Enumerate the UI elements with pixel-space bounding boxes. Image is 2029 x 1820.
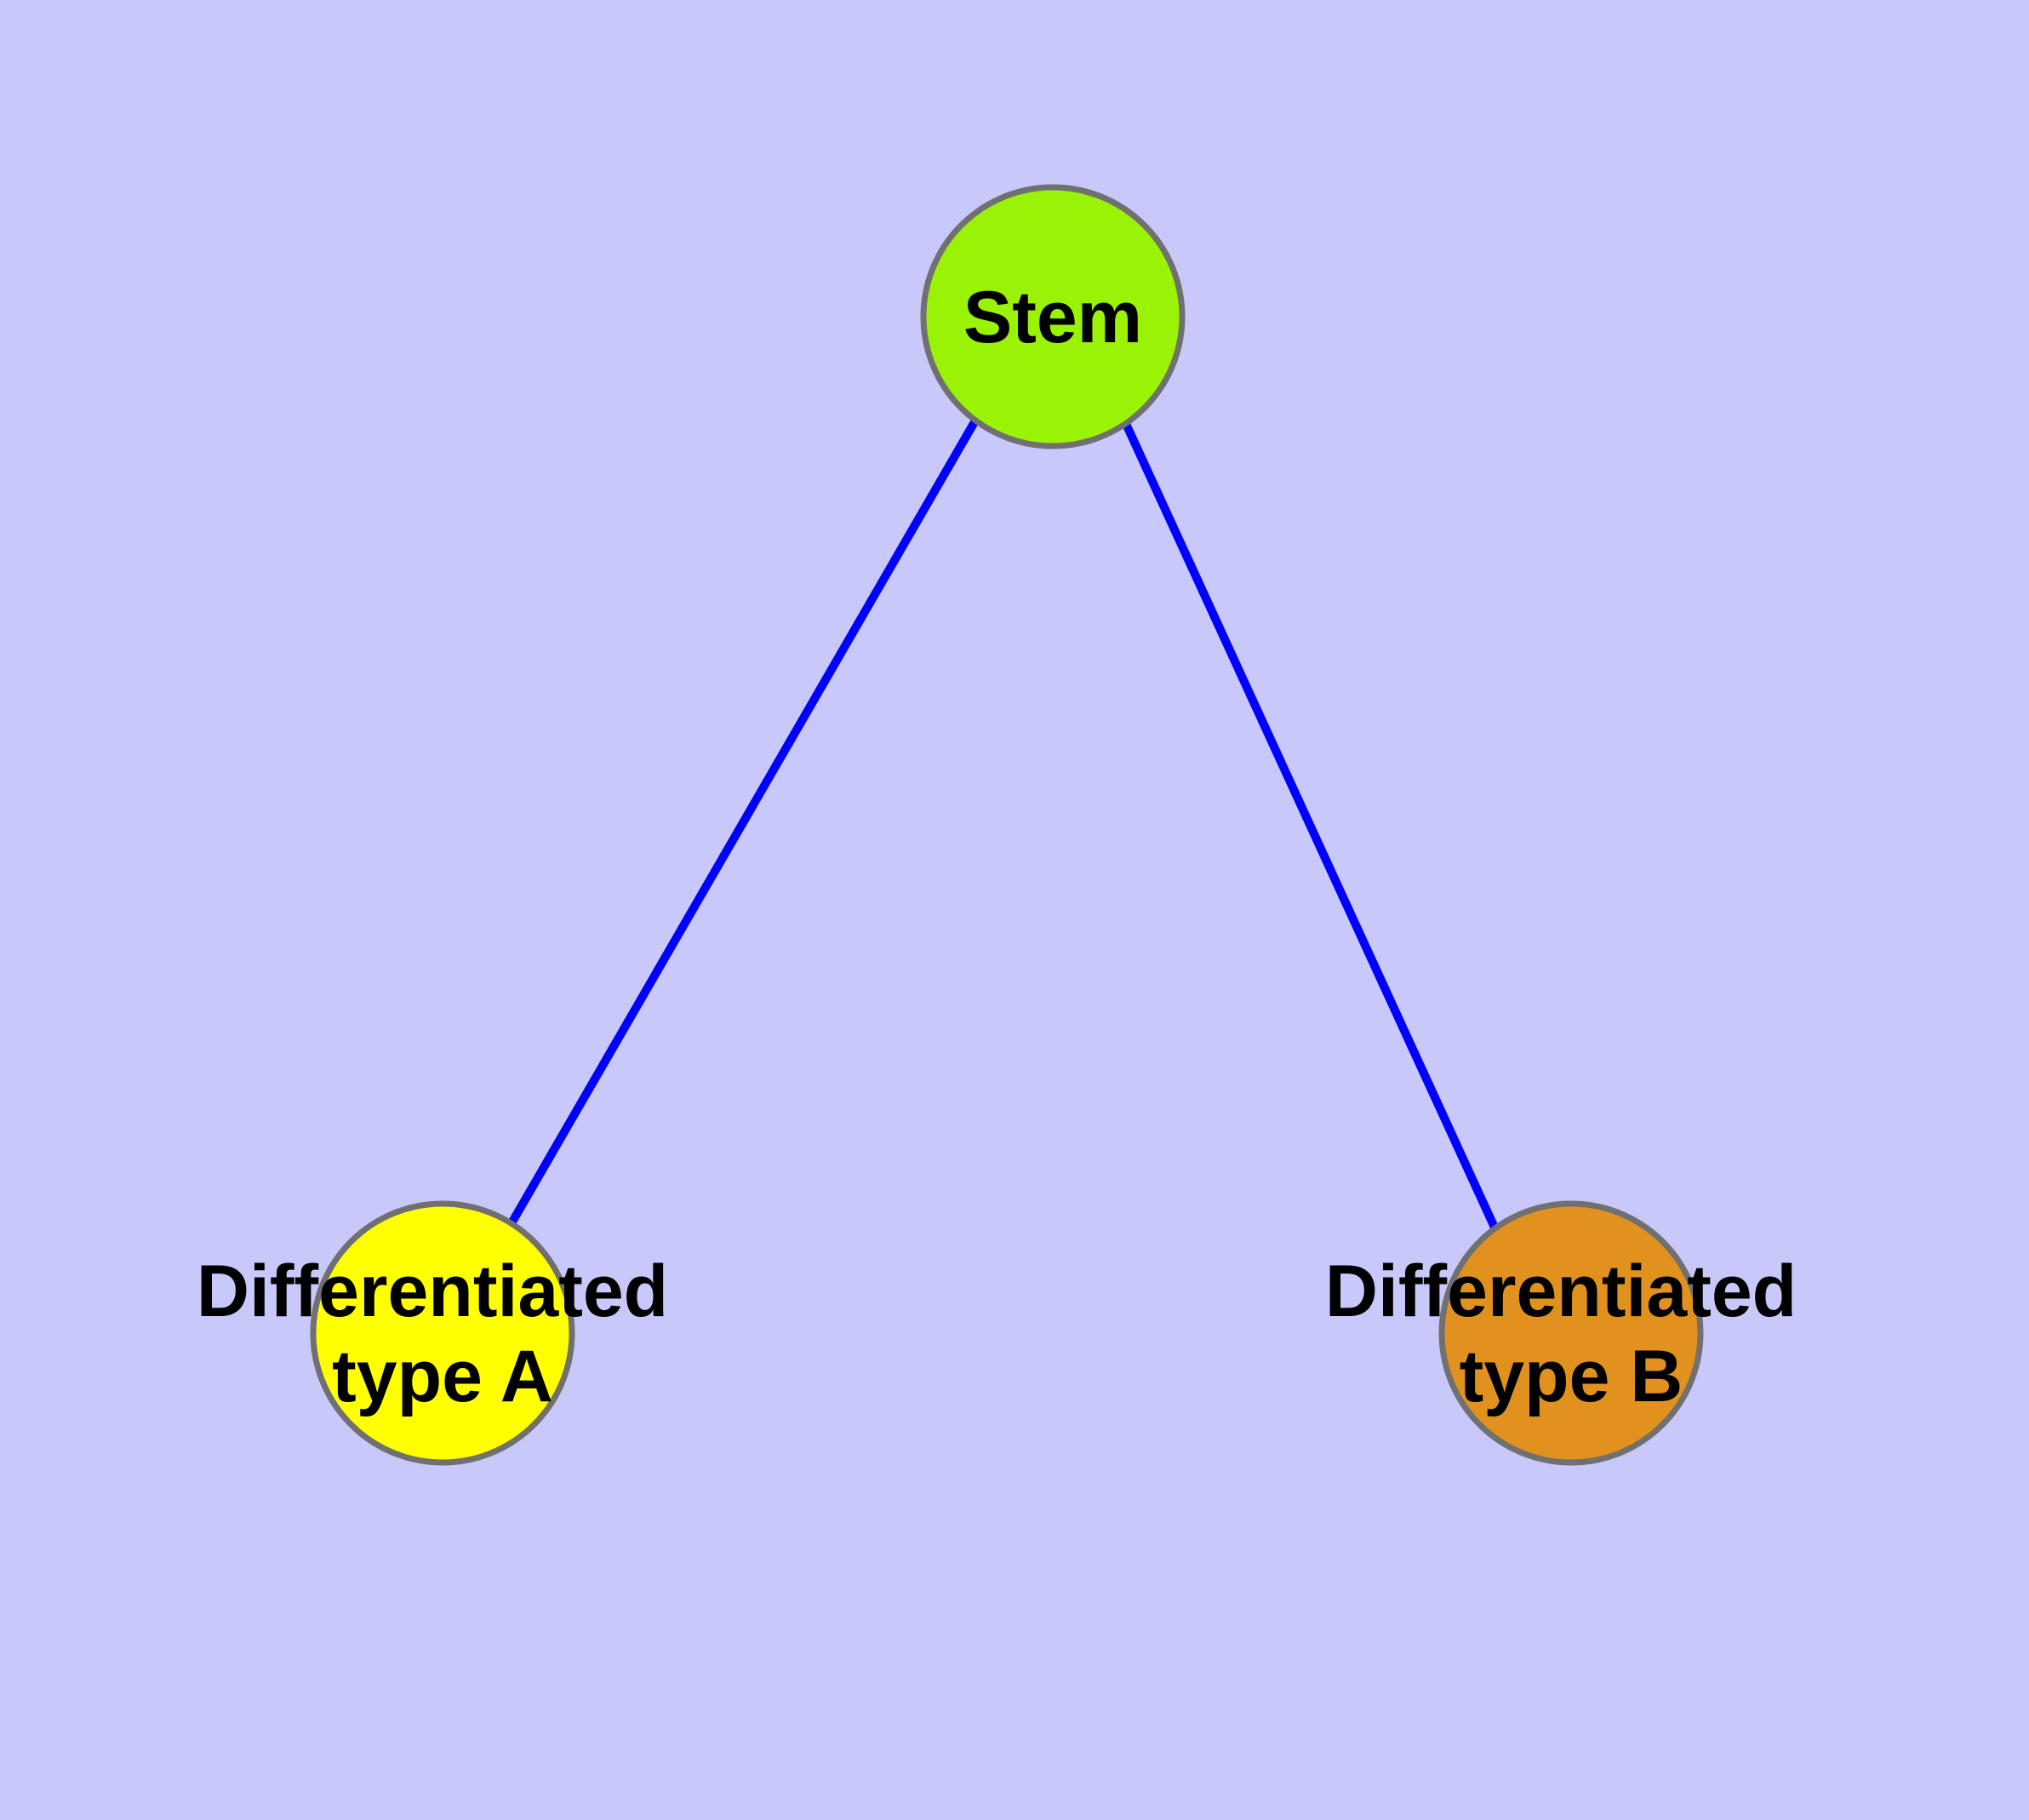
edge-stem-to-type-b[interactable] bbox=[1122, 421, 1500, 1232]
node-layer: Stem Differentiated type A Differentiate… bbox=[197, 184, 1817, 1466]
node-type-b[interactable]: Differentiated type B bbox=[1325, 1200, 1817, 1466]
node-type-a[interactable]: Differentiated type A bbox=[197, 1200, 689, 1466]
node-stem-label-line-1: Stem bbox=[963, 277, 1142, 358]
node-type-a-label-line-2: type A bbox=[332, 1336, 553, 1417]
node-stem-circle[interactable] bbox=[920, 184, 1186, 449]
node-type-a-label-line-1: Differentiated bbox=[197, 1251, 668, 1332]
node-type-b-label-line-1: Differentiated bbox=[1325, 1251, 1797, 1332]
edge-layer bbox=[507, 418, 1500, 1232]
node-type-a-label: Differentiated type A bbox=[197, 1251, 689, 1417]
node-type-a-circle[interactable] bbox=[310, 1200, 575, 1466]
node-stem-label: Stem bbox=[963, 277, 1142, 358]
node-stem[interactable]: Stem bbox=[920, 184, 1186, 449]
node-type-b-label-line-2: type B bbox=[1460, 1336, 1683, 1417]
node-type-b-label: Differentiated type B bbox=[1325, 1251, 1817, 1417]
node-type-b-circle[interactable] bbox=[1438, 1200, 1704, 1466]
edge-stem-to-type-a[interactable] bbox=[507, 418, 980, 1226]
